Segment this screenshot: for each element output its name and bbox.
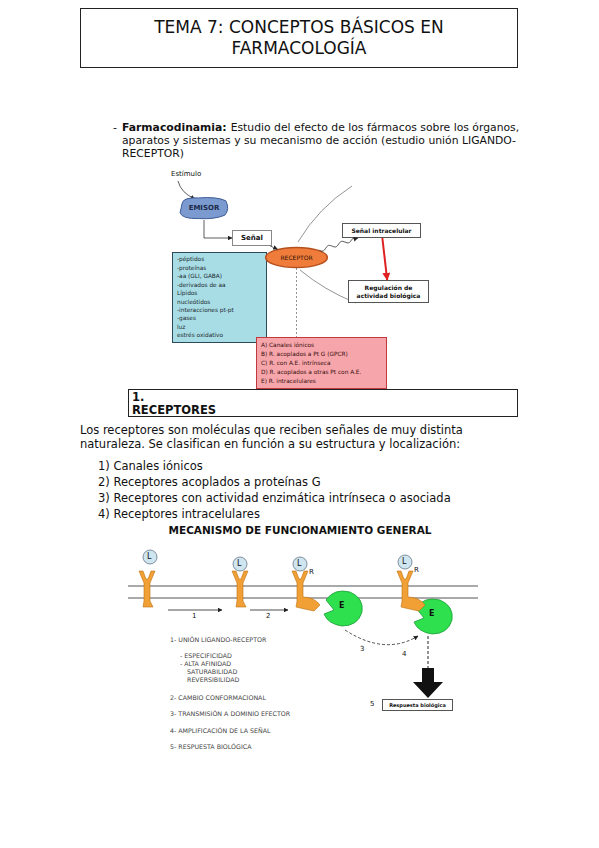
node-text: EMISOR bbox=[189, 204, 220, 213]
node-text: C) R. con A.E. intrínseca bbox=[261, 359, 331, 368]
node-text: 1. RECEPTORES bbox=[132, 391, 224, 417]
node-text: Respuesta biológica bbox=[389, 702, 446, 708]
receptor-types-box: A) Canales iónicosB) R. acoplados a Pt G… bbox=[256, 337, 387, 389]
receptor-letter: R bbox=[309, 568, 314, 577]
step-text: - ALTA AFINIDAD bbox=[180, 660, 231, 668]
term-heading: Farmacodinamia: bbox=[122, 121, 227, 134]
title-box: TEMA 7: CONCEPTOS BÁSICOS EN FARMACOLOGÍ… bbox=[80, 8, 518, 68]
node-text: -proteínas bbox=[177, 264, 206, 272]
step-text: 2- CAMBIO CONFORMACIONAL bbox=[170, 694, 266, 702]
amplification-line bbox=[428, 636, 429, 668]
body-paragraph: Los receptores son moléculas que reciben… bbox=[80, 423, 525, 451]
step-text: 1- UNIÓN LIGANDO-RECEPTOR bbox=[170, 636, 266, 644]
node-text: Señal bbox=[241, 234, 263, 243]
ellipse-shape bbox=[266, 247, 328, 267]
receptor-letter: R bbox=[414, 566, 419, 575]
node-text: -péptidos bbox=[177, 255, 204, 263]
step-arrow bbox=[345, 630, 418, 645]
connector-arrow bbox=[270, 246, 277, 249]
bullet-dash: - bbox=[113, 121, 117, 135]
emitter-blob: EMISOR bbox=[178, 196, 230, 220]
node-text: Regulación de actividad biológica bbox=[349, 284, 428, 299]
node-text: luz bbox=[177, 323, 185, 331]
ligand-letter: L bbox=[402, 557, 406, 567]
connector-arrow bbox=[296, 268, 297, 337]
stimulus-label: Estímulo bbox=[171, 170, 201, 179]
ligand-letter: L bbox=[147, 552, 151, 562]
callout-number: 1 bbox=[192, 612, 196, 621]
node-text: A) Canales iónicos bbox=[261, 341, 314, 350]
node-text: RECEPTOR bbox=[280, 254, 312, 262]
receptor-ellipse: RECEPTOR bbox=[265, 247, 328, 268]
bullet-paragraph: Farmacodinamia:Estudio del efecto de los… bbox=[122, 121, 522, 160]
stimulus-arrow bbox=[178, 181, 195, 199]
receptor-shape bbox=[292, 571, 320, 611]
step-arrow bbox=[168, 610, 222, 611]
callout-number: 4 bbox=[402, 650, 406, 659]
node-text: -interacciones pt-pt bbox=[177, 306, 234, 314]
node-text: -gases bbox=[177, 314, 196, 322]
step-text: - ESPECIFICIDAD bbox=[180, 652, 232, 660]
step-arrow bbox=[250, 610, 288, 611]
receptor-shape bbox=[139, 571, 155, 607]
list-item: 3) Receptores con actividad enzimática i… bbox=[98, 491, 451, 505]
ligand-circle bbox=[233, 557, 247, 571]
ligand-letter: L bbox=[237, 559, 241, 569]
signal-types-box: -péptidos-proteínas-aa (GLI, GABA)-deriv… bbox=[172, 252, 267, 343]
connector-arrow bbox=[319, 238, 358, 251]
step-text: 4- AMPLIFICACIÓN DE LA SEÑAL bbox=[170, 727, 270, 735]
intracellular-signal-box: Señal intracelular bbox=[342, 223, 421, 238]
list-item: 2) Receptores acoplados a proteínas G bbox=[98, 475, 321, 489]
node-text: nucleótidos bbox=[177, 298, 210, 306]
enzyme-letter: E bbox=[339, 601, 344, 611]
node-text: Señal intracelular bbox=[351, 227, 411, 235]
ligand-circle bbox=[143, 550, 157, 564]
blob-shape bbox=[180, 198, 228, 219]
step-text: 3- TRANSMISIÓN A DOMINIO EFECTOR bbox=[170, 710, 290, 718]
figure-heading: MECANISMO DE FUNCIONAMIENTO GENERAL bbox=[130, 524, 470, 537]
node-text: Lípidos bbox=[177, 289, 197, 297]
node-text: B) R. acoplados a Pt G (GPCR) bbox=[261, 350, 348, 359]
callout-number: 5 bbox=[370, 700, 374, 709]
receptor-shape bbox=[397, 571, 425, 611]
callout-number: 2 bbox=[266, 612, 270, 621]
step-text: SATURABILIDAD bbox=[187, 668, 237, 676]
connector-arrow bbox=[382, 238, 387, 280]
step-text: REVERSIBILIDAD bbox=[187, 676, 239, 684]
regulation-box: Regulación de actividad biológica bbox=[348, 280, 429, 303]
section-heading-box: 1. RECEPTORES bbox=[128, 389, 518, 417]
receptor-shape bbox=[232, 571, 248, 607]
amplification-arrow bbox=[413, 668, 443, 698]
node-text: -aa (GLI, GABA) bbox=[177, 272, 222, 280]
enzyme-shape bbox=[324, 591, 362, 626]
node-text: D) R. acoplados a otras Pt con A.E. bbox=[261, 368, 361, 377]
node-text: E) R. intracelulares bbox=[261, 377, 316, 386]
signal-box: Señal bbox=[232, 230, 272, 246]
enzyme-letter: E bbox=[429, 609, 434, 619]
node-text: estrés oxidativo bbox=[177, 331, 223, 339]
callout-number: 3 bbox=[360, 645, 364, 654]
response-box: Respuesta biológica bbox=[382, 699, 453, 711]
list-item: 1) Canales iónicos bbox=[98, 459, 203, 473]
list-item: 4) Receptores intracelulares bbox=[98, 507, 260, 521]
connector-arrow bbox=[204, 220, 232, 238]
node-text: -derivados de aa bbox=[177, 281, 226, 289]
ligand-circle bbox=[293, 557, 307, 571]
title-text: TEMA 7: CONCEPTOS BÁSICOS EN FARMACOLOGÍ… bbox=[124, 17, 474, 59]
ligand-circle bbox=[398, 555, 412, 569]
ligand-letter: L bbox=[297, 559, 301, 569]
step-text: 5- RESPUESTA BIOLÓGICA bbox=[170, 743, 252, 751]
